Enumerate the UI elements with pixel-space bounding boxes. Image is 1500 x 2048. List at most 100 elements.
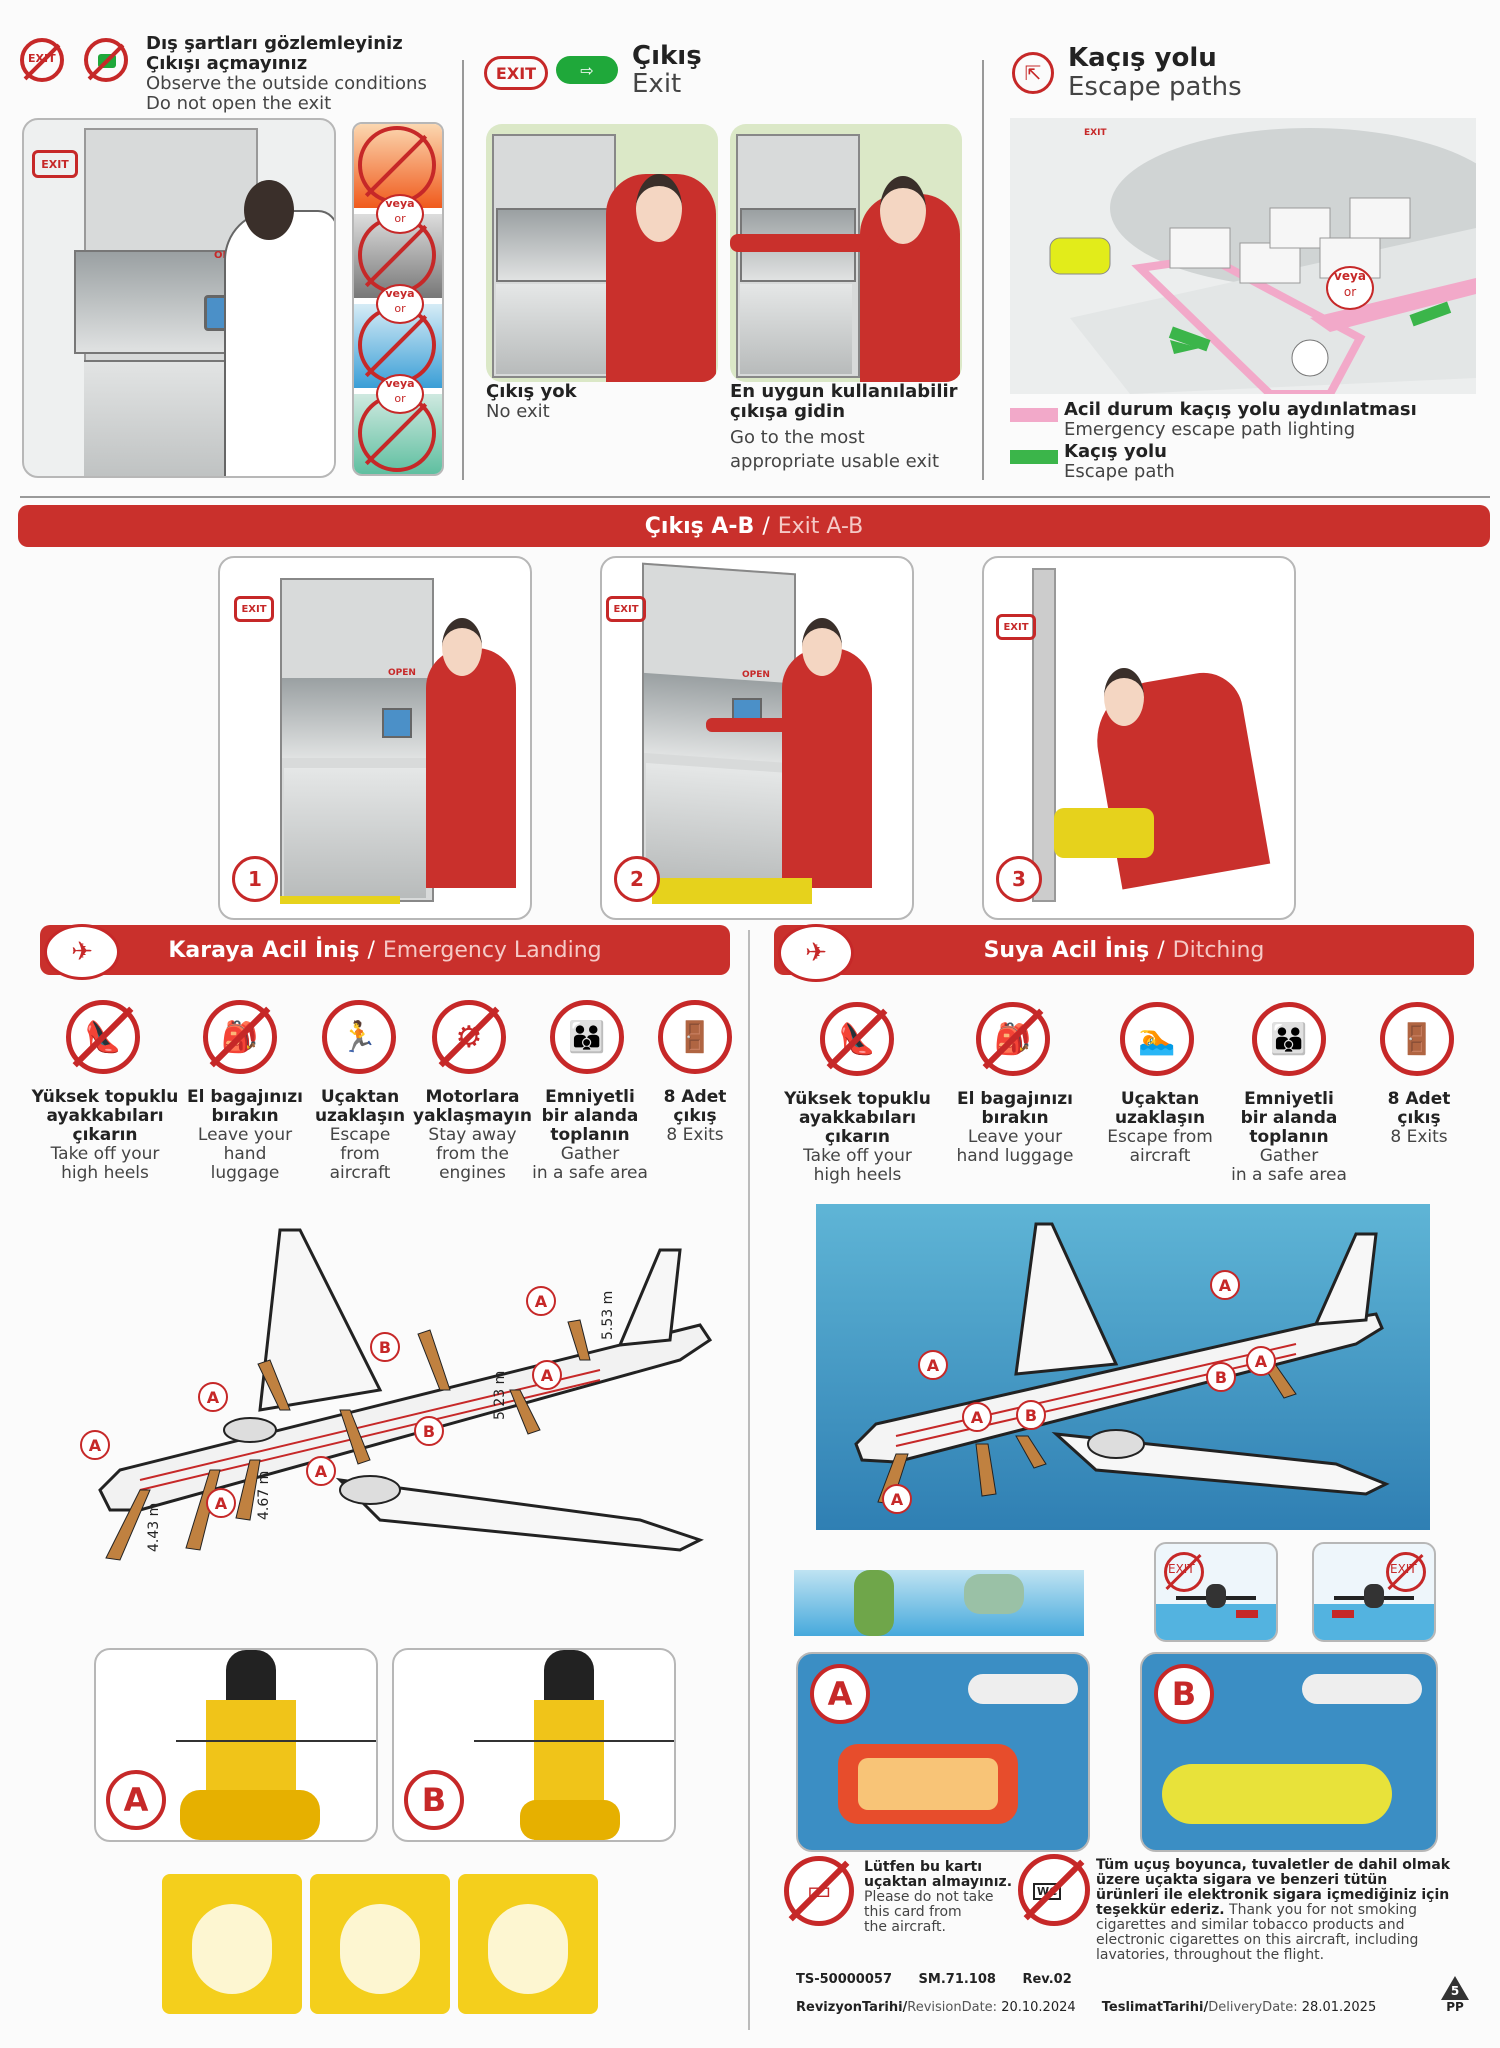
observe-en: Observe the outside conditions	[146, 73, 427, 94]
legend-green-tr: Kaçış yolu	[1064, 441, 1167, 462]
no-high-heels-icon: 👠	[820, 1002, 894, 1076]
exit-title-en: Exit	[632, 69, 682, 99]
delivery-tr: TeslimatTarihi/	[1101, 2000, 1209, 2015]
no-exit-illustration	[486, 124, 718, 382]
escape-title-tr: Kaçış yolu	[1068, 43, 1217, 73]
rev-date-en: RevisionDate:	[907, 2000, 998, 2015]
gather-icon: 👪	[550, 1000, 624, 1074]
door-observe-illustration: EXIT OPEN	[22, 118, 336, 478]
smoke-en-4: Thank you for not smoking	[1229, 1902, 1417, 1918]
crew-figure	[426, 648, 516, 888]
smoke-tr-1: Tüm uçuş boyunca, tuvaletler de dahil ol…	[1096, 1857, 1451, 1873]
raft-b-letter: B	[1154, 1664, 1214, 1724]
green-legend-swatch	[1010, 450, 1058, 464]
emergency-landing-bar: Karaya Acil İniş / Emergency Landing	[40, 925, 730, 975]
go-exit-en-1: Go to the most	[730, 427, 865, 448]
ditching-aircraft-diagram: A A A A A B B	[816, 1204, 1430, 1530]
recycle-icon: 5 PP	[1436, 1976, 1474, 2016]
slide-panel-b: B	[392, 1648, 676, 1842]
run-from-aircraft-icon: 🏃	[322, 1000, 396, 1074]
delivery-date: 28.01.2025	[1301, 2000, 1377, 2015]
no-high-heels-icon: 👠	[66, 1000, 140, 1074]
go-exit-tr-1: En uygun kullanılabilir	[730, 381, 958, 402]
ditching-en: Ditching	[1172, 937, 1265, 963]
step-3-number: 3	[996, 856, 1042, 902]
rev-date: 20.10.2024	[1001, 2000, 1076, 2015]
ditching-bar: Suya Acil İniş / Ditching	[774, 925, 1474, 975]
step-2-panel: EXIT OPEN 2	[600, 556, 914, 920]
landing-plane-icon: ✈	[44, 924, 120, 980]
no-luggage-icon: 🎒	[203, 1000, 277, 1074]
exit-ab-bar: Çıkış A-B / Exit A-B	[18, 505, 1490, 547]
step-1-panel: EXIT OPEN 1	[218, 556, 532, 920]
crew-figure	[782, 648, 872, 888]
do-not-open-en: Do not open the exit	[146, 93, 332, 114]
go-exit-en-2: appropriate usable exit	[730, 451, 940, 472]
go-to-exit-illustration	[730, 124, 962, 382]
sm-code: SM.71.108	[918, 1972, 996, 1987]
no-engine-icon: ⚙	[432, 1000, 506, 1074]
slide-b-letter: B	[404, 1770, 464, 1830]
raft-a-letter: A	[810, 1664, 870, 1724]
raft-panel-a: A	[796, 1652, 1090, 1852]
observe-tr: Dış şartları gözlemleyiniz	[146, 33, 403, 54]
exit-badge-red: EXIT	[484, 56, 548, 90]
rev-date-tr: RevizyonTarihi/	[796, 2000, 908, 2015]
do-not-take-card-icon: ▭	[784, 1856, 854, 1926]
card-tr-1: Lütfen bu kartı	[864, 1859, 983, 1875]
ditching-tr: Suya Acil İniş	[983, 937, 1150, 963]
step-3-panel: EXIT 3	[982, 556, 1296, 920]
ditching-plane-icon: ✈	[778, 924, 854, 982]
no-green-exit-badge	[84, 38, 128, 82]
emergency-landing-tr: Karaya Acil İniş	[168, 937, 360, 963]
smoke-tr-4: teşekkür ederiz.	[1096, 1902, 1225, 1918]
smoke-en-5: cigarettes and similar tobacco products …	[1096, 1917, 1405, 1933]
exit-badge-green: ⇨	[556, 56, 618, 84]
step-2-number: 2	[614, 856, 660, 902]
legend-pink-tr: Acil durum kaçış yolu aydınlatması	[1064, 399, 1417, 420]
smoke-en-6: electronic cigarettes on this aircraft, …	[1096, 1932, 1419, 1948]
card-en-3: the aircraft.	[864, 1919, 946, 1935]
no-luggage-icon: 🎒	[976, 1002, 1050, 1076]
card-en-1: Please do not take	[864, 1889, 994, 1905]
do-not-open-tr: Çıkışı açmayınız	[146, 53, 308, 74]
delivery-en: DeliveryDate:	[1208, 2000, 1298, 2015]
slide-a-letter: A	[106, 1770, 166, 1830]
raft-panel-b: B	[1140, 1652, 1438, 1852]
slide-jump-2	[310, 1874, 450, 2014]
slide-panel-a: A	[94, 1648, 378, 1842]
exit-title-tr: Çıkış	[632, 41, 702, 71]
rev-code: Rev.02	[1022, 1972, 1072, 1987]
doc-code: TS-50000057	[796, 1972, 892, 1987]
pink-legend-swatch	[1010, 408, 1058, 422]
emergency-landing-en: Emergency Landing	[382, 937, 602, 963]
card-en-2: this card from	[864, 1904, 962, 1920]
legend-green-en: Escape path	[1064, 461, 1175, 482]
running-man-icon: ⇨	[580, 60, 594, 80]
exit-ab-en: Exit A-B	[777, 513, 864, 539]
man-figure	[224, 210, 334, 476]
gather-icon: 👪	[1252, 1002, 1326, 1076]
smoke-tr-2: üzere uçakta sigara ve benzeri tütün	[1096, 1872, 1388, 1888]
swim-icon: 🏊	[1120, 1002, 1194, 1076]
slide-jump-3	[458, 1874, 598, 2014]
exit-ab-tr: Çıkış A-B	[644, 513, 755, 539]
smoke-tr-3: ürünleri ile elektronik sigara içmediğin…	[1096, 1887, 1450, 1903]
no-smoking-icon: WC	[1018, 1854, 1090, 1926]
no-exit-en: No exit	[486, 401, 550, 422]
exit-sign: EXIT	[32, 150, 78, 178]
no-exit-tr: Çıkış yok	[486, 381, 577, 402]
water-jump-illustration	[794, 1570, 1084, 1636]
